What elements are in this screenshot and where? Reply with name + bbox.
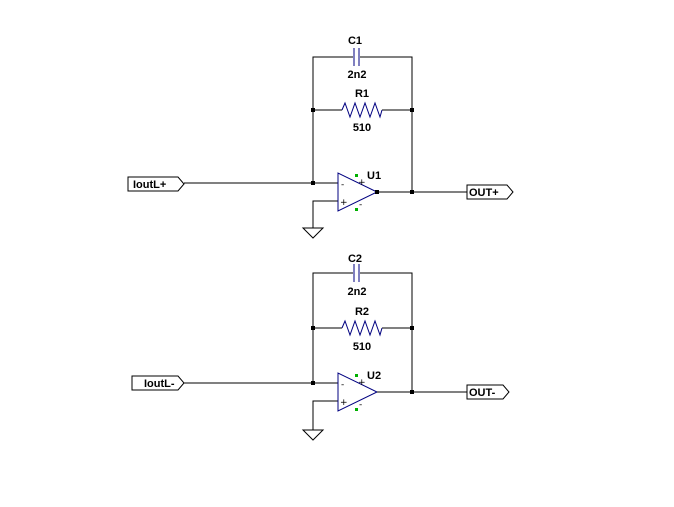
opamp-u2-vpos-pin xyxy=(355,374,358,377)
capacitor-c1: C1 2n2 xyxy=(348,35,367,81)
capacitor-c2-value: 2n2 xyxy=(348,286,367,298)
ground-symbol-1 xyxy=(301,227,325,239)
opamp-u2-supply-pos-sign: + xyxy=(358,378,366,388)
junction-dots-2 xyxy=(311,326,414,394)
junction-dots-1 xyxy=(311,108,414,194)
capacitor-c1-value: 2n2 xyxy=(348,69,367,81)
capacitor-c2: C2 2n2 xyxy=(348,253,367,298)
input-port-label-2: IoutL- xyxy=(144,378,175,390)
opamp-u1-inv-sign: - xyxy=(341,180,344,190)
resistor-r1-value: 510 xyxy=(353,122,371,134)
opamp-u2: - + + - U2 xyxy=(337,370,381,412)
opamp-u1-supply-pos-sign: + xyxy=(358,178,366,188)
input-port-ioutl-minus: IoutL- xyxy=(131,375,185,391)
resistor-r2-value: 510 xyxy=(353,341,371,353)
opamp-u2-ref: U2 xyxy=(367,370,381,382)
resistor-r2-ref: R2 xyxy=(355,306,369,318)
input-port-ioutl-plus: IoutL+ xyxy=(127,176,185,192)
stage-1: C1 2n2 R1 510 IoutL+ - + + - U xyxy=(127,35,514,239)
ground-symbol-2 xyxy=(301,429,325,441)
input-port-label-1: IoutL+ xyxy=(133,179,166,191)
capacitor-c2-ref: C2 xyxy=(348,253,362,265)
opamp-u2-vneg-pin xyxy=(355,408,358,411)
output-port-label-1: OUT+ xyxy=(469,187,499,199)
resistor-r2: R2 510 xyxy=(341,306,383,353)
capacitor-c1-ref: C1 xyxy=(348,35,362,47)
opamp-u2-supply-neg-sign: - xyxy=(359,400,362,410)
opamp-u1-vpos-pin xyxy=(355,174,358,177)
opamp-u1-noninv-sign: + xyxy=(340,198,348,208)
resistor-r1-ref: R1 xyxy=(355,88,369,100)
output-port-out-minus: OUT- xyxy=(466,384,510,400)
opamp-u2-inv-sign: - xyxy=(341,380,344,390)
opamp-u1-supply-neg-sign: - xyxy=(359,200,362,210)
resistor-r1: R1 510 xyxy=(341,88,383,134)
feedback-wires-1 xyxy=(312,56,413,192)
opamp-u1-ref: U1 xyxy=(367,170,381,182)
feedback-wires-2 xyxy=(312,272,413,392)
output-port-out-plus: OUT+ xyxy=(466,184,514,200)
stage-2: C2 2n2 R2 510 IoutL- - + + - U xyxy=(131,253,510,441)
opamp-u1: - + + - U1 xyxy=(337,170,381,212)
output-port-label-2: OUT- xyxy=(469,387,496,399)
opamp-u2-noninv-sign: + xyxy=(340,398,348,408)
opamp-u1-vneg-pin xyxy=(355,208,358,211)
